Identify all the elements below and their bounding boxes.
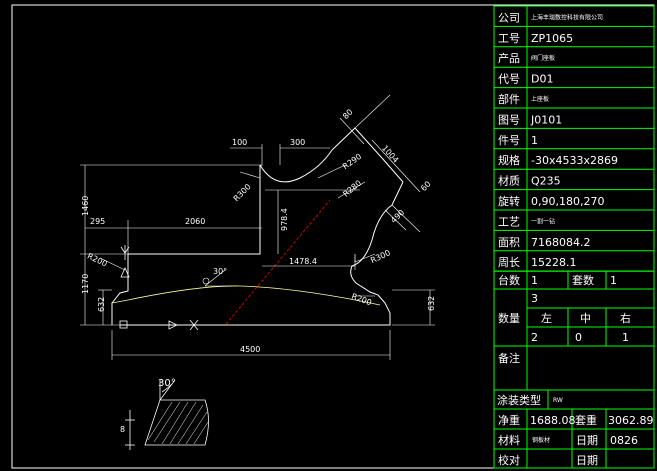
dim-632-left: 632 [97, 297, 106, 312]
net-weight-value: 1688.08 [530, 414, 576, 427]
title-block-label: 部件 [498, 92, 520, 106]
title-block-value: 阀门座板 [531, 54, 555, 62]
quantity-value-middle: 0 [575, 331, 582, 344]
coating-value: RW [553, 397, 563, 404]
material-value: 钢板材 [532, 436, 550, 444]
date-value: 0826 [610, 434, 638, 447]
check-date-label: 日期 [576, 454, 598, 467]
date-label: 日期 [576, 434, 598, 447]
dim-490: 490 [389, 208, 406, 225]
weld-angle-label: 30° [158, 378, 176, 389]
radius-r280: R280 [341, 178, 363, 198]
sets-value: 1 [610, 274, 617, 287]
dim-80: 80 [341, 108, 355, 122]
dimension-lines [80, 94, 435, 360]
dim-300: 300 [290, 138, 305, 147]
title-block-label: 图号 [498, 113, 520, 126]
dim-100: 100 [232, 138, 247, 147]
title-block-value: D01 [531, 73, 553, 86]
dim-4500: 4500 [240, 345, 260, 354]
title-block-label: 件号 [498, 134, 520, 147]
title-block-label: 工号 [498, 32, 520, 45]
radius-r300-top: R300 [232, 182, 253, 203]
title-block-value: 上海丰瑞数控科技有限公司 [531, 13, 603, 21]
gross-weight-label: 套重 [575, 413, 597, 427]
title-block-label: 代号 [498, 73, 520, 86]
title-block-value: 上座板 [531, 95, 549, 103]
title-block-value: 7168084.2 [531, 236, 591, 249]
radius-r300-right: R300 [369, 248, 392, 265]
weld-size-label: 8 [120, 425, 125, 434]
cut-line [225, 199, 331, 325]
dim-1478: 1478.4 [289, 257, 317, 266]
quantity-total: 3 [531, 292, 538, 305]
angle-30: 30° [213, 267, 227, 276]
quantity-value-left: 2 [531, 331, 538, 344]
title-block-label: 公司 [498, 11, 520, 24]
radius-r200-right: R200 [350, 292, 373, 308]
title-block-label: 产品 [498, 51, 520, 65]
dim-60: 60 [419, 180, 433, 194]
title-block-value: Q235 [531, 175, 561, 188]
radius-r290: R290 [341, 152, 363, 171]
weld-detail [125, 379, 209, 450]
angle-marker-circle [202, 277, 210, 285]
title-block-value: 一割一钻 [531, 217, 555, 225]
quantity-header-left: 左 [541, 312, 552, 325]
title-block-value: 15228.1 [531, 256, 577, 269]
sets-label: 套数 [572, 274, 594, 287]
title-block-value: -30x4533x2869 [531, 154, 618, 167]
title-block-label: 面积 [498, 236, 520, 249]
count-label: 台数 [498, 273, 520, 287]
quantity-label: 数量 [498, 312, 520, 325]
coating-label: 涂装类型 [497, 393, 541, 407]
quantity-header-middle: 中 [580, 312, 591, 325]
title-block-value: ZP1065 [531, 32, 573, 45]
quantity-header-right: 右 [620, 311, 631, 325]
net-weight-label: 净重 [498, 413, 520, 427]
title-block-value: J0101 [530, 113, 562, 126]
count-value: 1 [531, 274, 538, 287]
check-label: 校对 [498, 453, 520, 467]
dim-1170: 1170 [81, 274, 90, 294]
title-block-label: 旋转 [498, 194, 520, 208]
dim-2060: 2060 [185, 217, 205, 226]
dimension-labels: 100 300 1460 295 2060 978.4 1478.4 1170 … [81, 108, 436, 354]
quantity-value-right: 1 [622, 331, 629, 344]
title-block-label: 周长 [498, 256, 520, 269]
dim-1460: 1460 [81, 196, 90, 216]
dim-1004: 1004 [380, 144, 400, 165]
dim-632-right: 632 [427, 296, 436, 311]
dim-295: 295 [90, 217, 105, 226]
material-label: 材料 [498, 433, 520, 447]
title-block [493, 5, 655, 469]
title-block-label: 工艺 [498, 215, 520, 228]
title-block-label: 材质 [498, 174, 520, 188]
title-block-value: 1 [531, 134, 538, 147]
marker-symbols [119, 245, 199, 331]
part-top-edge [111, 254, 381, 306]
gross-weight-value: 3062.89 [608, 414, 654, 427]
title-block-label: 规格 [498, 153, 520, 167]
remarks-label: 备注 [498, 351, 520, 365]
dim-978: 978.4 [280, 208, 289, 231]
weld-hatch [147, 401, 209, 445]
title-block-value: 0,90,180,270 [531, 195, 604, 208]
part-outline [111, 127, 404, 326]
